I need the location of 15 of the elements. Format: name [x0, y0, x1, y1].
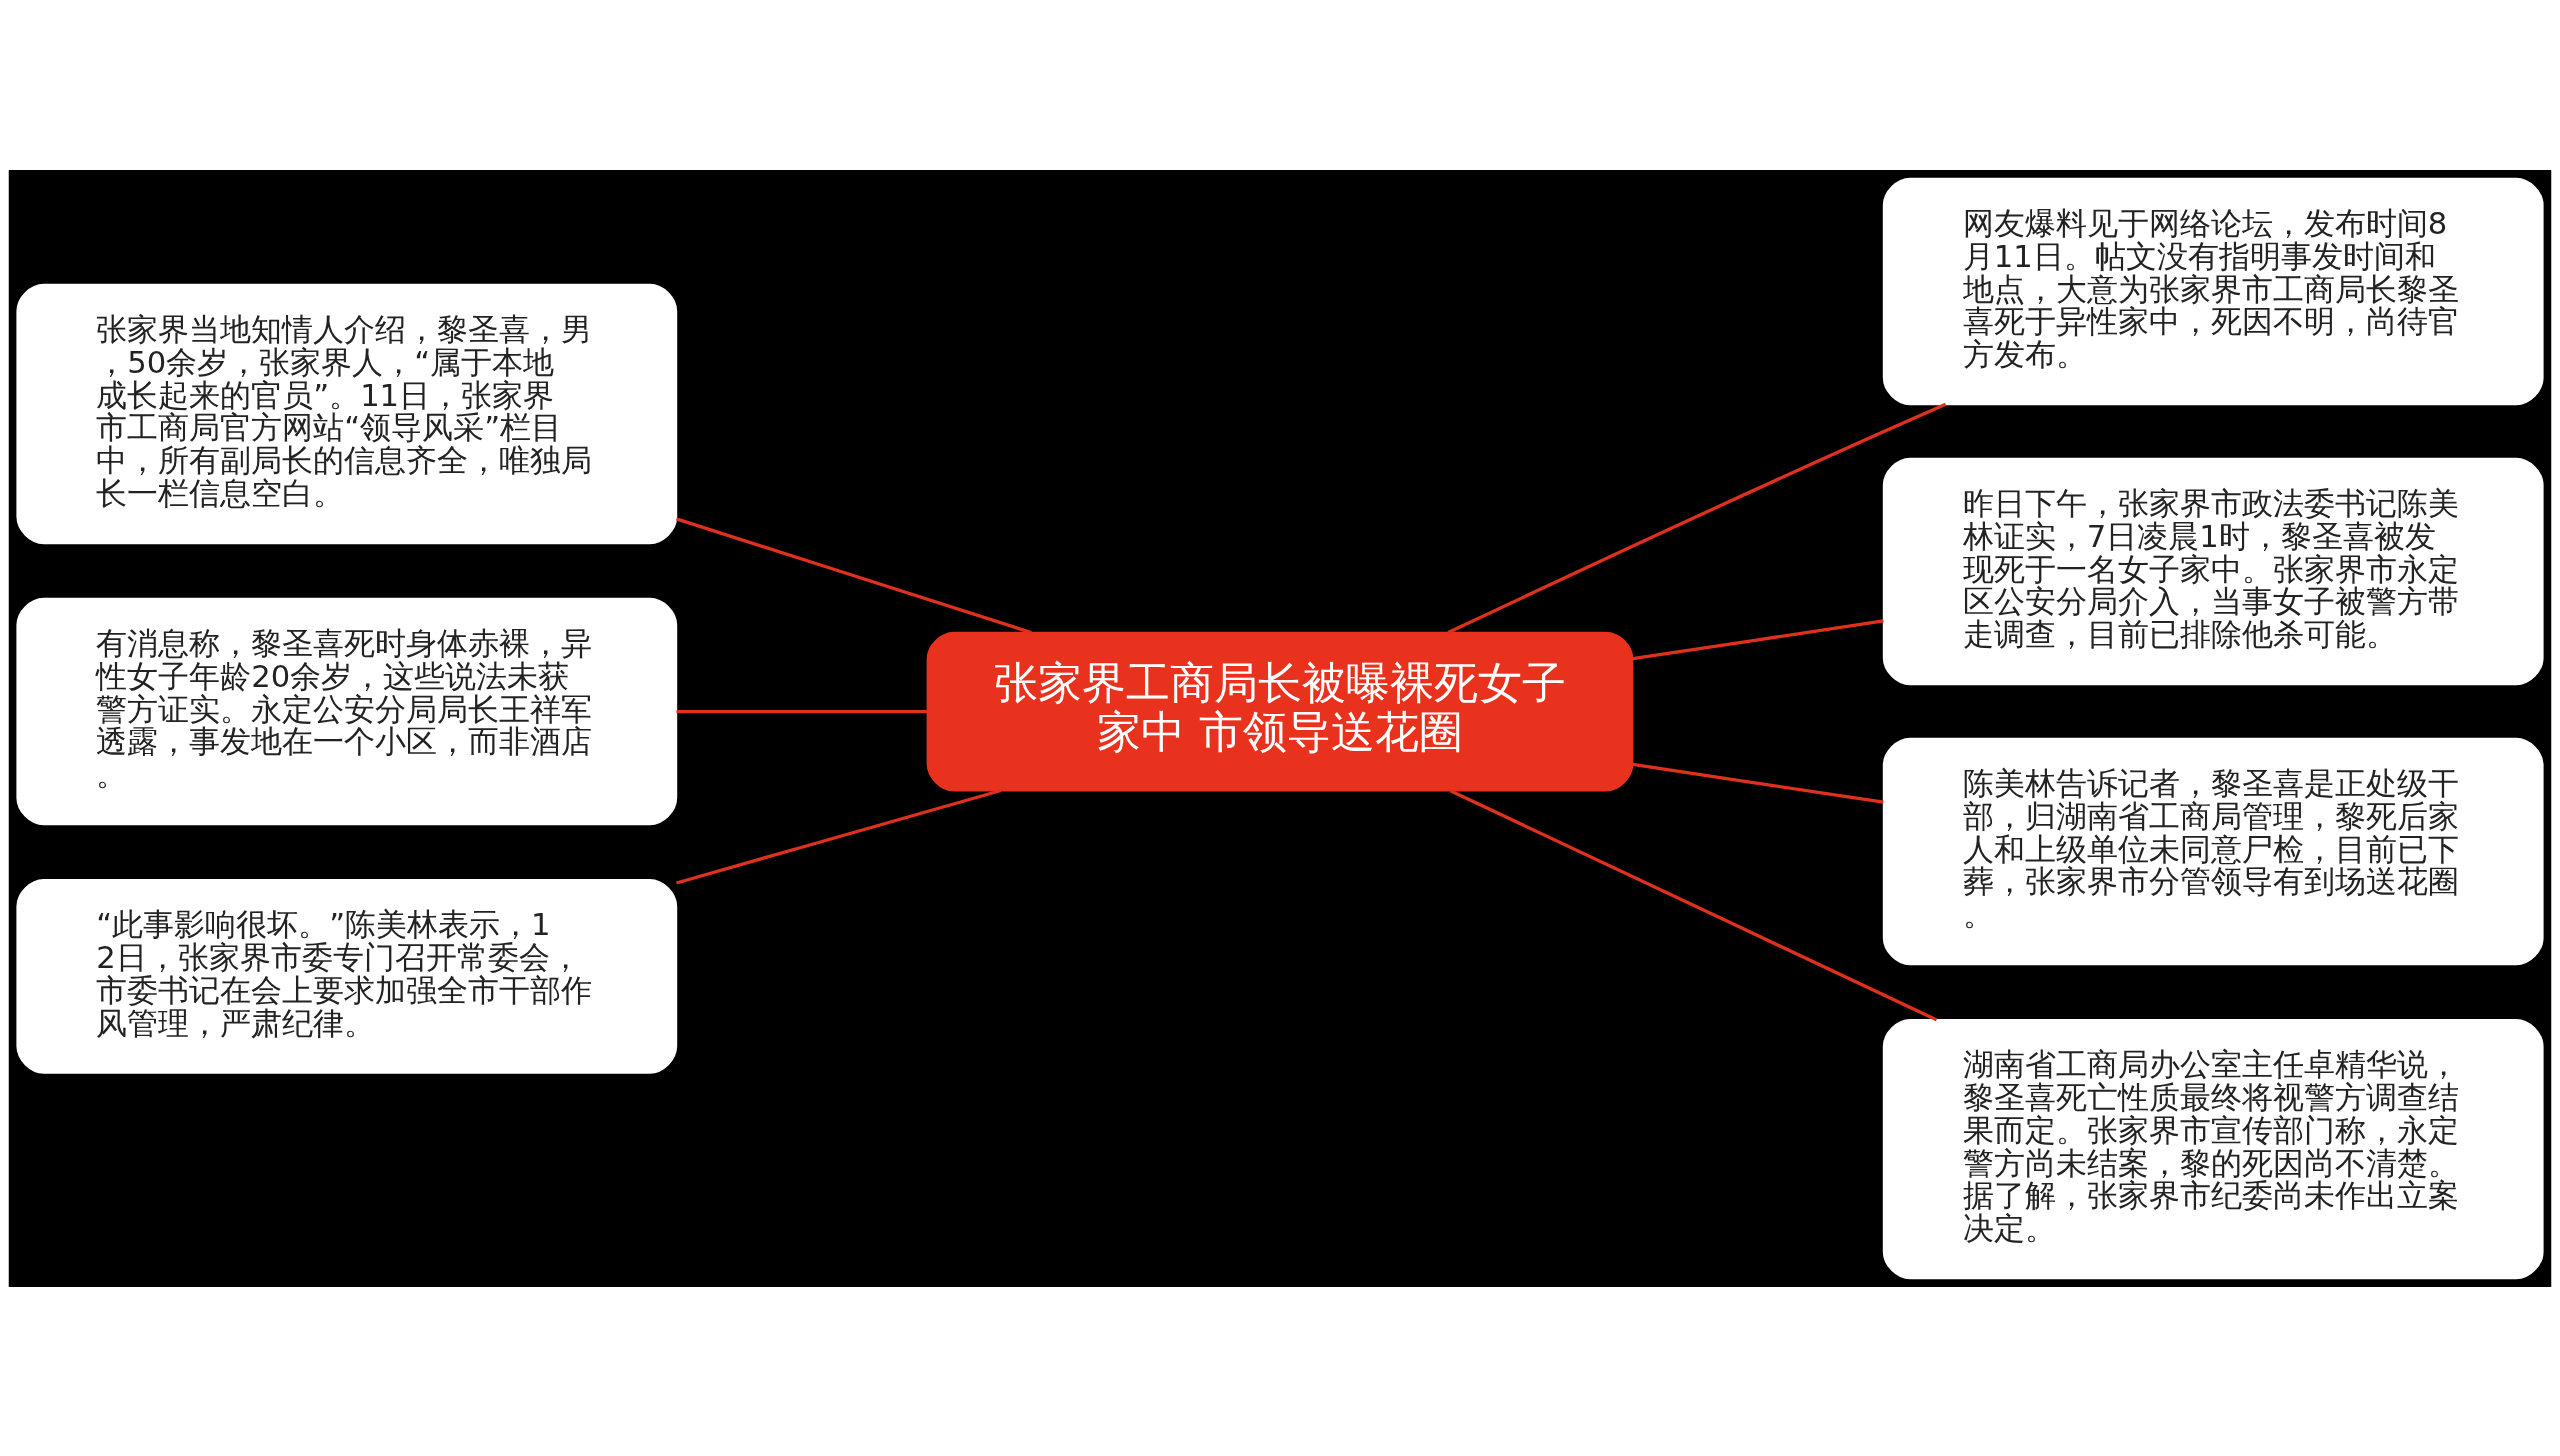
- connector: [676, 788, 1002, 885]
- node-box: 陈美林告诉记者，黎圣喜是正处级干部，归湖南省工商局管理，黎死后家人和上级单位未同意尸检，目前已下葬，张家界市分管领导有到场送花圈。: [1882, 737, 2544, 965]
- node-box: “此事影响很坏。”陈美林表示，12日，张家界市委专门召开常委会，市委书记在会上要求加强全市干部作风管理，严肃纪律。: [16, 878, 678, 1074]
- node-box: 有消息称，黎圣喜死时身体赤裸，异性女子年龄20余岁，这些说法未获警方证实。永定公安分局局长王祥军透露，事发地在一个小区，而非酒店。: [16, 597, 678, 825]
- connector: [1449, 788, 1938, 1021]
- node-box: 张家界工商局长被曝裸死女子家中 市领导送花圈: [926, 631, 1634, 791]
- connector: [675, 516, 1032, 634]
- node-box: 昨日下午，张家界市政法委书记陈美林证实，7日凌晨1时，黎圣喜被发现死于一名女子家中。张家界市永定区公安分局介入，当事女子被警方带走调查，目前已排除他杀可能。: [1882, 457, 2544, 685]
- connector: [1632, 762, 1884, 804]
- node-box: 湖南省工商局办公室主任卓精华说，黎圣喜死亡性质最终将视警方调查结果而定。张家界市宣传部门称，永定警方尚未结案，黎的死因尚不清楚。据了解，张家界市纪委尚未作出立案决定。: [1882, 1018, 2544, 1279]
- node-box: 张家界当地知情人介绍，黎圣喜，男，50余岁，张家界人，“属于本地成长起来的官员”。11日，张家界市工商局官方网站“领导风采”栏目中，所有副局长的信息齐全，唯独局长一栏信息空白。: [16, 283, 678, 544]
- node-box: 网友爆料见于网络论坛，发布时间8月11日。帖文没有指明事发时间和地点，大意为张家界市工商局长黎圣喜死于异性家中，死因不明，尚待官方发布。: [1882, 177, 2544, 405]
- connector: [1447, 402, 1947, 634]
- connector: [1632, 618, 1884, 660]
- connector: [676, 709, 928, 713]
